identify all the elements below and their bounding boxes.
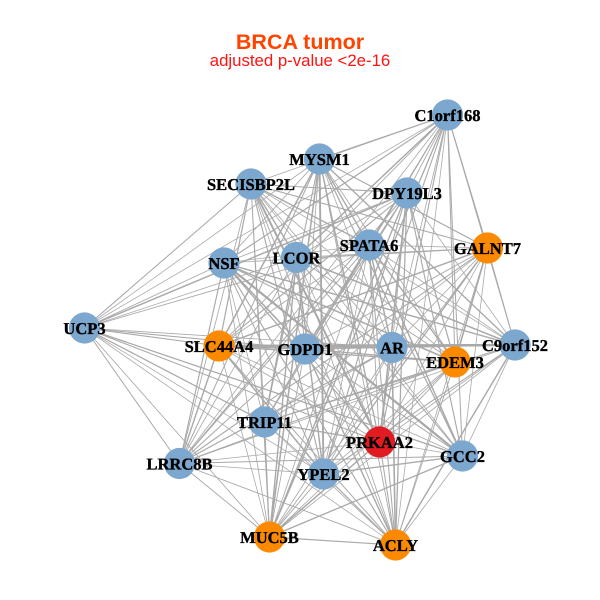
svg-text:GDPD1: GDPD1 — [278, 340, 333, 359]
svg-text:YPEL2: YPEL2 — [297, 465, 349, 484]
svg-text:C9orf152: C9orf152 — [482, 336, 548, 355]
svg-text:DPY19L3: DPY19L3 — [372, 184, 442, 203]
svg-text:LCOR: LCOR — [273, 249, 322, 268]
svg-text:GCC2: GCC2 — [440, 447, 485, 466]
svg-text:UCP3: UCP3 — [63, 319, 105, 338]
svg-text:TRIP11: TRIP11 — [237, 413, 292, 432]
svg-text:SECISBP2L: SECISBP2L — [207, 175, 295, 194]
svg-text:MUC5B: MUC5B — [240, 528, 299, 547]
svg-text:MYSM1: MYSM1 — [289, 150, 350, 169]
svg-text:ACLY: ACLY — [373, 536, 418, 555]
svg-text:SLC44A4: SLC44A4 — [185, 337, 254, 356]
svg-text:AR: AR — [380, 339, 405, 358]
svg-text:EDEM3: EDEM3 — [426, 353, 484, 372]
svg-text:NSF: NSF — [208, 254, 239, 273]
svg-text:SPATA6: SPATA6 — [340, 236, 399, 255]
svg-text:C1orf168: C1orf168 — [415, 106, 481, 125]
svg-text:LRRC8B: LRRC8B — [146, 455, 212, 474]
svg-text:PRKAA2: PRKAA2 — [346, 433, 413, 452]
svg-text:GALNT7: GALNT7 — [454, 239, 521, 258]
